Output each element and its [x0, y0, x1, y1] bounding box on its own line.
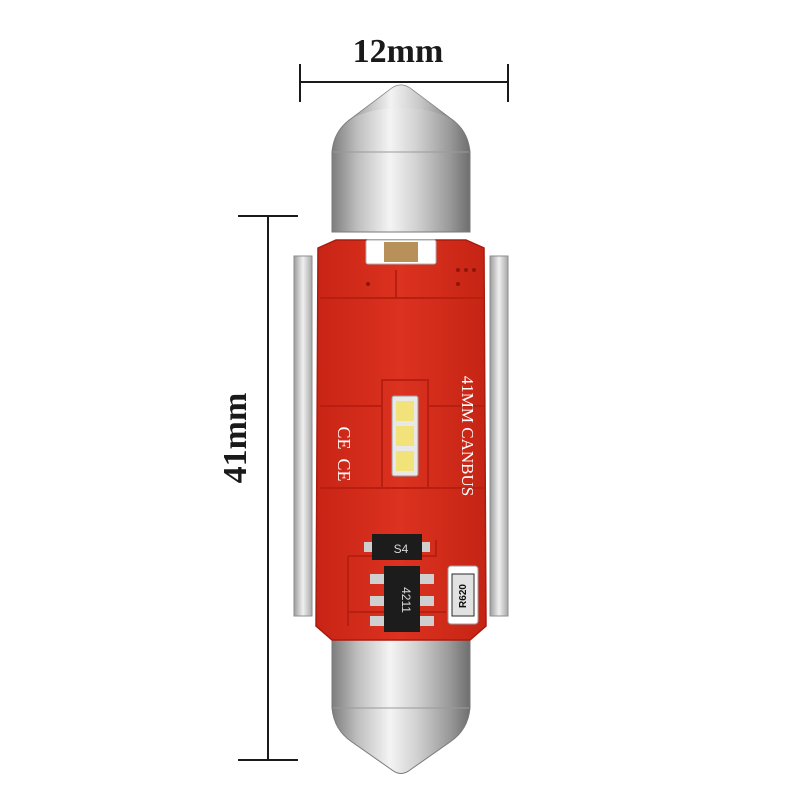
- length-dimension: 41mm: [217, 215, 298, 761]
- festoon-led-bulb: CE CE 41MM CANBUS S4 4211 R620: [293, 84, 509, 774]
- width-label: 12mm: [353, 33, 444, 70]
- chip-s4-label: S4: [394, 542, 409, 556]
- ce-mark-1: CE: [334, 426, 354, 449]
- smd-chip-s4: S4: [364, 534, 430, 560]
- heatsink-fin-left: [293, 255, 313, 617]
- chip-4211-label: 4211: [399, 587, 413, 613]
- led-chip-3: [396, 451, 414, 471]
- heatsink-fin-right: [489, 255, 509, 617]
- resistor-label: R620: [458, 584, 469, 608]
- smd-chip-4211: 4211: [370, 566, 434, 632]
- bottom-end-cap: [331, 639, 471, 774]
- pcb-print-text: 41MM CANBUS: [458, 376, 477, 496]
- led-chip-2: [396, 426, 414, 446]
- led-chip-1: [396, 401, 414, 421]
- top-cap-tip-highlight: [352, 85, 450, 118]
- smd-resistor-r620: R620: [447, 565, 479, 625]
- led-chips: [391, 395, 419, 477]
- length-label: 41mm: [217, 393, 254, 484]
- ce-mark-2: CE: [334, 458, 354, 481]
- pcb-vias: [366, 268, 476, 286]
- smd-component-top: [365, 239, 437, 265]
- width-dimension: 12mm: [299, 33, 509, 102]
